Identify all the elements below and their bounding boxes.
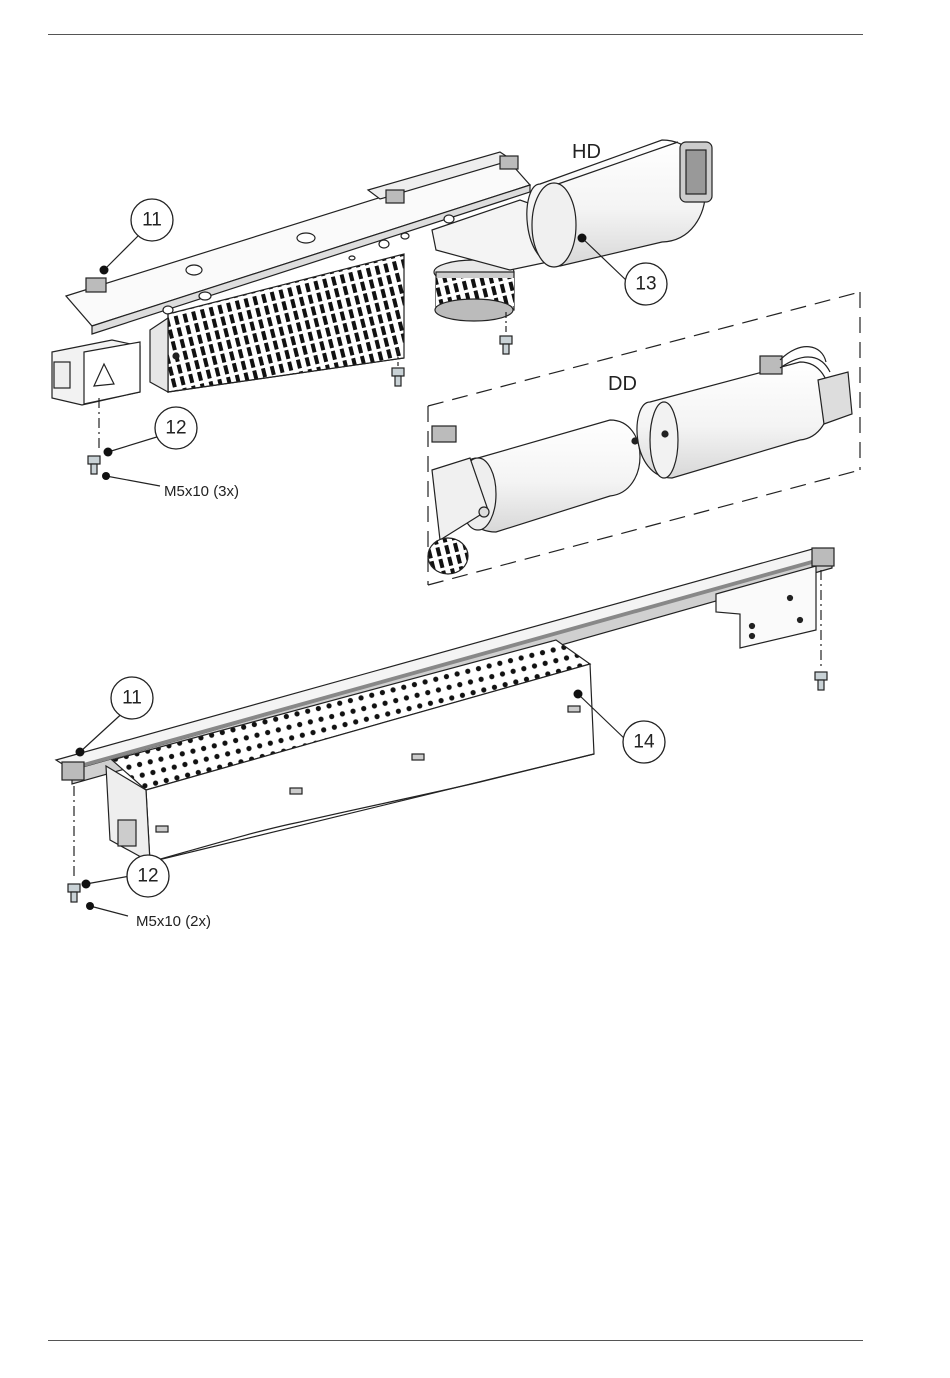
callout-12-top: 12 (165, 418, 186, 439)
rail-assembly (56, 548, 834, 902)
variant-label-dd: DD (608, 373, 637, 395)
callout-11-bottom: 11 (122, 688, 142, 709)
callout-13: 13 (635, 274, 656, 295)
callout-12-bottom: 12 (137, 866, 158, 887)
screw-spec-bottom: M5x10 (2x) (136, 913, 211, 930)
callout-14: 14 (633, 732, 655, 753)
variant-label-hd: HD (572, 141, 601, 163)
screw-spec-top: M5x10 (3x) (164, 483, 239, 500)
dd-variant-inset (428, 292, 860, 585)
callout-11-top: 11 (142, 210, 162, 231)
